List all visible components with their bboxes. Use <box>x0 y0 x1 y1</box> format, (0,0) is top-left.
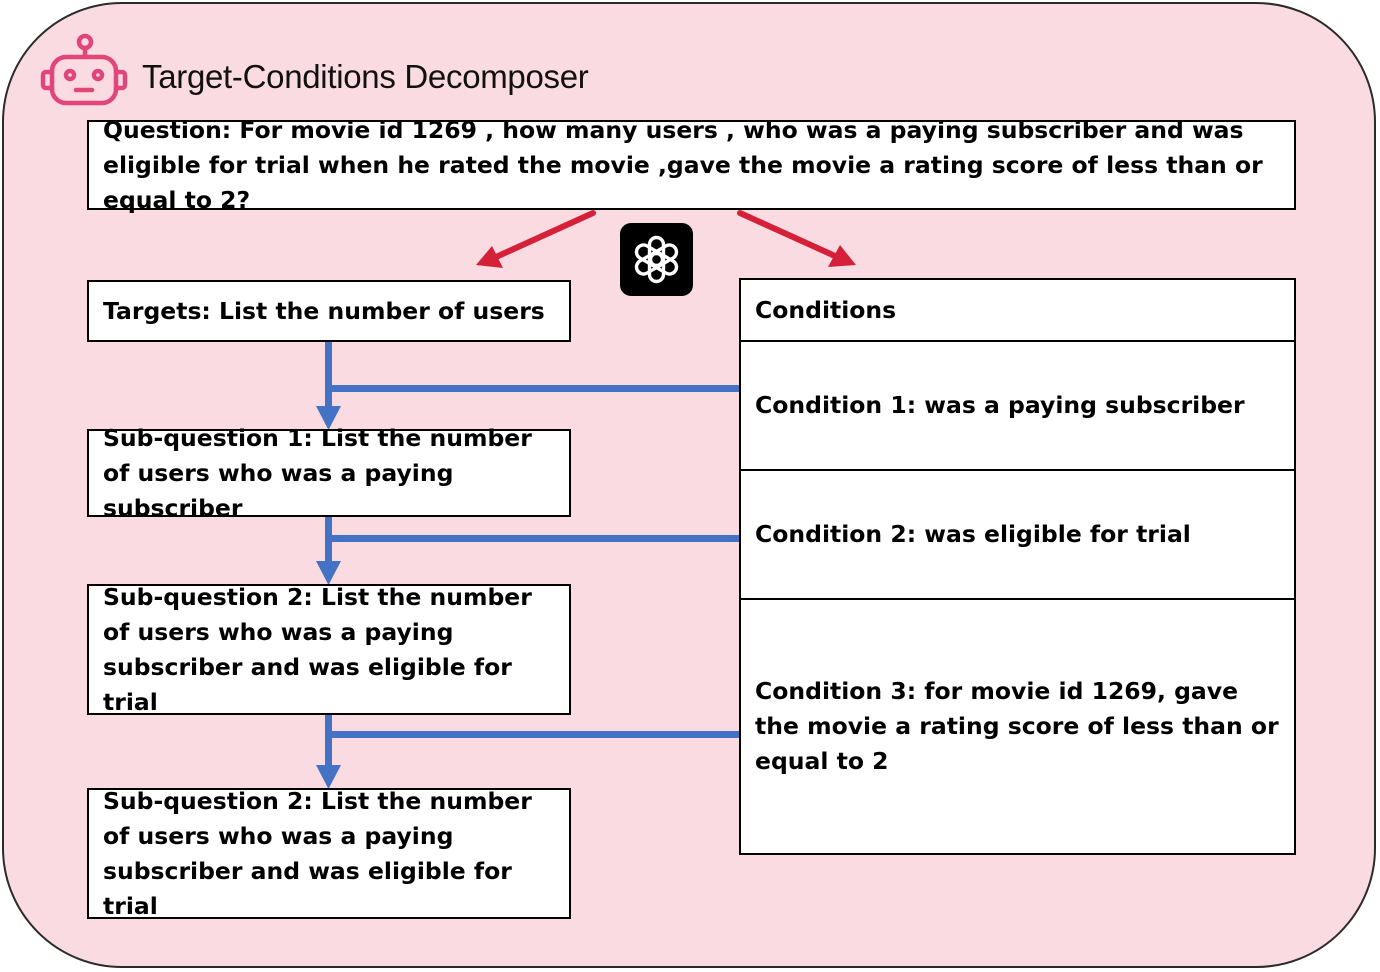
split-arrow-left <box>493 210 596 260</box>
condition-row-3: Condition 3: for movie id 1269, gave the… <box>741 600 1294 853</box>
conditions-table: Conditions Condition 1: was a paying sub… <box>739 278 1296 855</box>
sub-question-3-text: Sub-question 2: List the number of users… <box>103 786 532 920</box>
condition-row-1: Condition 1: was a paying subscriber <box>741 342 1294 471</box>
flow-connectors <box>316 342 739 789</box>
condition-link-3 <box>328 731 739 738</box>
sub-question-2-text: Sub-question 2: List the number of users… <box>103 582 532 716</box>
condition-2-text: Condition 2: was eligible for trial <box>755 520 1191 548</box>
flow-arrowhead-subq3 <box>316 765 341 789</box>
split-arrow-right <box>737 210 838 259</box>
sub-question-3-box: Sub-question 2: List the number of users… <box>87 787 571 920</box>
condition-row-2: Condition 2: was eligible for trial <box>741 471 1294 600</box>
flow-link-targets-to-subq1 <box>325 342 332 410</box>
split-arrowhead-right <box>828 245 856 267</box>
condition-1-text: Condition 1: was a paying subscriber <box>755 391 1245 419</box>
flow-arrowhead-subq1 <box>316 406 341 430</box>
condition-link-1 <box>328 385 739 392</box>
openai-logo-icon <box>620 223 693 296</box>
question-text: Question: For movie id 1269 , how many u… <box>103 115 1263 214</box>
split-arrows <box>476 210 856 268</box>
sub-question-1-box: Sub-question 1: List the number of users… <box>87 424 571 522</box>
targets-box: Targets: List the number of users <box>87 280 571 342</box>
flow-link-subq2-to-subq3 <box>325 715 332 768</box>
targets-text: Targets: List the number of users <box>103 296 545 325</box>
sub-question-1-text: Sub-question 1: List the number of users… <box>103 423 532 522</box>
robot-icon <box>40 33 128 106</box>
conditions-header-text: Conditions <box>755 295 897 324</box>
question-box: Question: For movie id 1269 , how many u… <box>87 116 1296 214</box>
condition-3-text: Condition 3: for movie id 1269, gave the… <box>755 677 1279 775</box>
flow-arrowhead-subq2 <box>316 561 341 585</box>
sub-question-2-box: Sub-question 2: List the number of users… <box>87 583 571 716</box>
split-arrowhead-left <box>476 246 503 268</box>
diagram-title: Target-Conditions Decomposer <box>142 58 589 95</box>
condition-link-2 <box>328 535 739 542</box>
conditions-header: Conditions <box>741 280 1294 342</box>
